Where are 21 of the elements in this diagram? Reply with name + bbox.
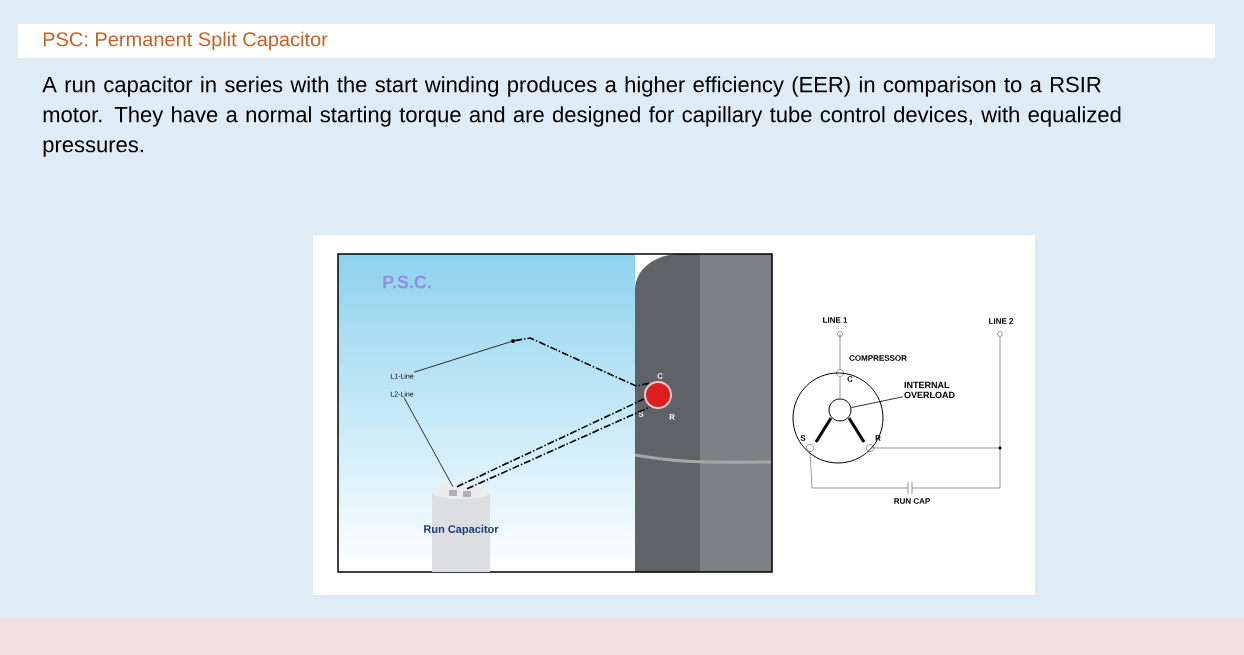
wire	[456, 398, 645, 488]
overload-symbol	[828, 398, 852, 422]
title-bar: PSC: Permanent Split Capacitor	[18, 24, 1215, 58]
terminal-letter: R	[669, 414, 675, 420]
terminal-label: S	[800, 435, 806, 441]
component-label: COMPRESSOR	[849, 355, 907, 361]
line-label: LINE 1	[823, 317, 848, 323]
line-label: LINE 2	[989, 318, 1014, 324]
overload-label: INTERNAL OVERLOAD	[904, 381, 955, 399]
component-label: RUN CAP	[894, 498, 930, 504]
leader-line	[413, 341, 512, 373]
wire	[466, 406, 651, 490]
terminal-label: C	[847, 376, 853, 382]
capacitor-label: Run Capacitor	[424, 524, 499, 536]
abbreviation-text: P.S.C.	[383, 275, 431, 289]
leader-line	[850, 396, 904, 408]
terminal-label: R	[875, 435, 881, 441]
wire-junction	[511, 339, 515, 343]
leader-line	[403, 397, 454, 488]
description-text: A run capacitor in series with the start winding produces a higher efficiency (EER) in comparison to a RSIR motor. They have a normal starting torque and are designed for capillary tube control devices, with equalized pressures.	[42, 76, 1121, 157]
wire	[514, 337, 651, 387]
